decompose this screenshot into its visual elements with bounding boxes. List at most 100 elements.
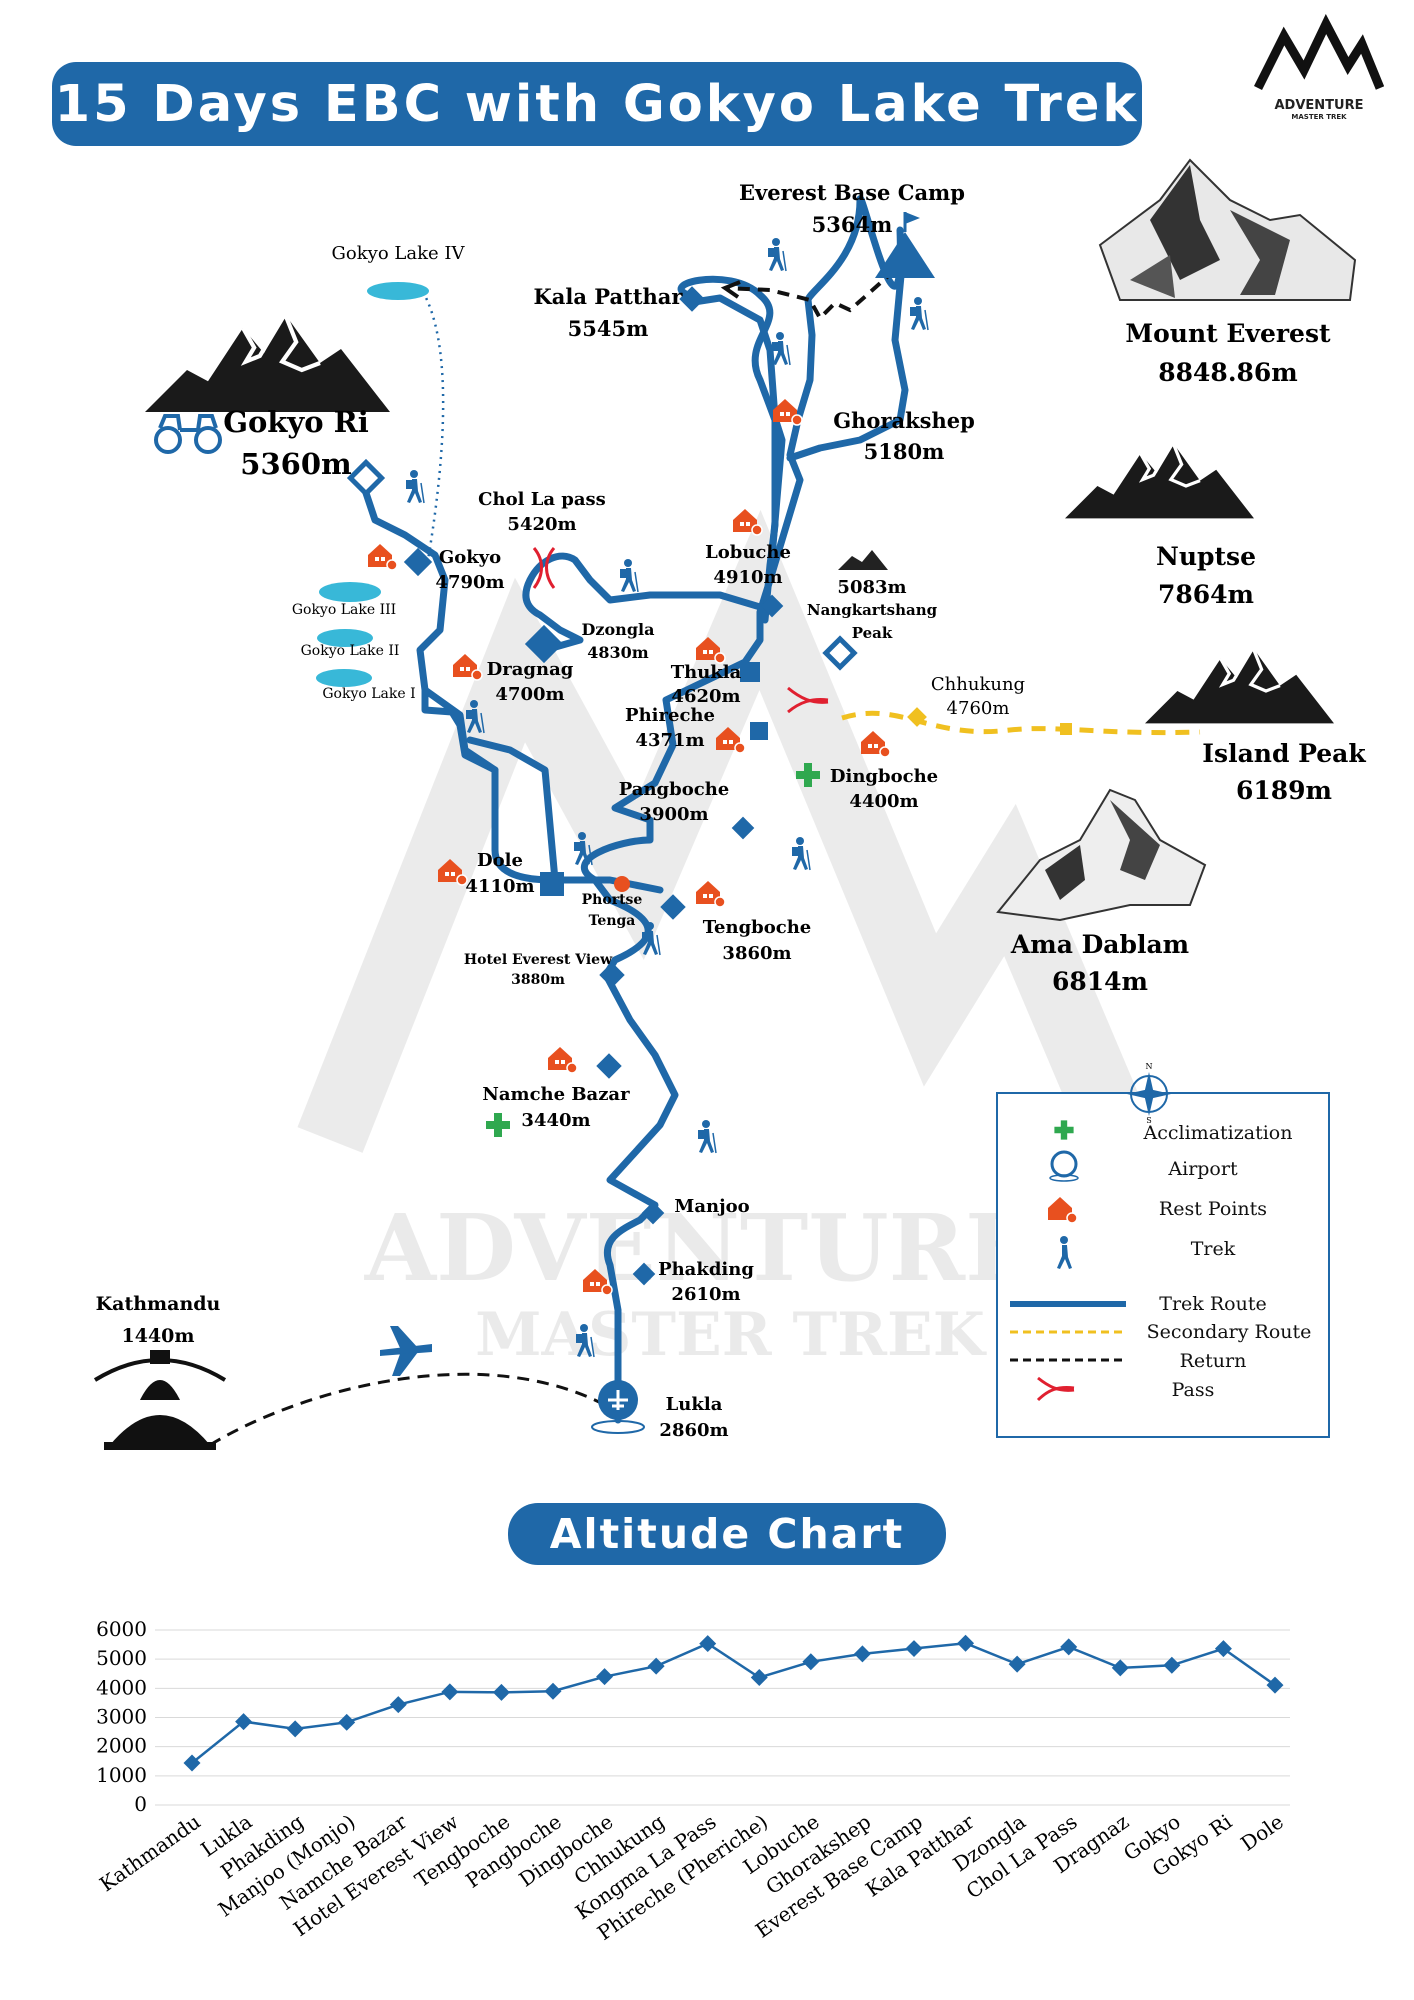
pass-icon xyxy=(532,547,556,589)
binoculars-icon xyxy=(154,414,222,454)
altitude-point xyxy=(957,1634,975,1652)
peak-nuptse-alt: 7864m xyxy=(1158,580,1254,609)
gokyo-ri-summit-marker xyxy=(346,458,386,498)
peak-island-alt: 6189m xyxy=(1236,776,1332,805)
peak-island-name: Island Peak xyxy=(1202,739,1366,768)
logo-mountains-icon xyxy=(1253,13,1385,91)
secondary-node xyxy=(1060,723,1072,735)
y-tick-label: 2000 xyxy=(96,1734,147,1758)
y-tick-label: 4000 xyxy=(96,1675,147,1699)
altitude-point xyxy=(596,1668,614,1686)
rest-point-icon xyxy=(547,1046,578,1074)
legend-label-rest-points: Rest Points xyxy=(1158,1198,1268,1220)
altitude-point xyxy=(235,1713,253,1731)
label-hotel-alt: 3880m xyxy=(511,972,565,988)
watermark xyxy=(297,509,1153,1154)
label-nangkar-name1: Nangkartshang xyxy=(807,601,938,619)
peak-ama-name: Ama Dablam xyxy=(1010,930,1189,959)
altitude-point xyxy=(802,1653,820,1671)
x-tick-label: Kathmandu xyxy=(95,1809,205,1896)
label-phakding-name: Phakding xyxy=(658,1259,754,1280)
label-chhukung-name: Chhukung xyxy=(931,674,1025,695)
label-gokyori-alt: 5360m xyxy=(240,447,352,481)
island-peak-image xyxy=(1143,646,1336,726)
altitude-point xyxy=(647,1657,665,1675)
label-dzongla-alt: 4830m xyxy=(587,643,649,662)
trekker-icon xyxy=(767,237,787,272)
label-dzongla-name: Dzongla xyxy=(582,620,655,639)
x-tick-label: Dole xyxy=(1236,1809,1288,1855)
plane-icon xyxy=(380,1326,432,1376)
altitude-point xyxy=(905,1640,923,1658)
label-namche-name: Namche Bazar xyxy=(482,1084,630,1105)
altitude-series-line xyxy=(191,1641,1276,1764)
label-dingboche-name: Dingboche xyxy=(830,766,938,787)
label-phortse-name1: Phortse xyxy=(582,892,643,908)
label-lake4: Gokyo Lake IV xyxy=(332,243,466,264)
phortse-tenga-node xyxy=(614,876,630,892)
label-phireche-alt: 4371m xyxy=(635,730,704,751)
return-arrow-icon xyxy=(720,280,741,299)
gokyo-lake-iv-shape xyxy=(367,282,429,300)
peak-everest-name: Mount Everest xyxy=(1125,319,1331,348)
altitude-point xyxy=(338,1713,356,1731)
label-nangkar-alt: 5083m xyxy=(837,577,906,598)
chhukung-node xyxy=(907,707,927,727)
trekker-icon xyxy=(405,469,425,504)
label-hotel-name: Hotel Everest View xyxy=(464,952,613,968)
map-legend: N S Acclimatization Airport Rest Points … xyxy=(996,1062,1330,1438)
legend-label-pass: Pass xyxy=(1171,1379,1215,1401)
label-phakding-alt: 2610m xyxy=(671,1284,740,1305)
label-gokyo-alt: 4790m xyxy=(435,572,504,593)
label-ebc-name: Everest Base Camp xyxy=(739,180,965,205)
label-dingboche-alt: 4400m xyxy=(849,791,918,812)
label-kala-alt: 5545m xyxy=(568,316,649,341)
legend-rest-point-icon xyxy=(1048,1197,1078,1224)
y-tick-label: 3000 xyxy=(96,1705,147,1729)
rest-point-icon xyxy=(367,543,398,571)
peak-nuptse-name: Nuptse xyxy=(1156,542,1256,571)
page-title: 15 Days EBC with Gokyo Lake Trek xyxy=(52,62,1142,146)
label-kathmandu-alt: 1440m xyxy=(122,1325,195,1347)
kathmandu-stupa-image xyxy=(93,1350,227,1450)
label-kathmandu-name: Kathmandu xyxy=(96,1293,221,1315)
kongma-pass-icon xyxy=(787,686,829,714)
label-gokyori-name: Gokyo Ri xyxy=(223,405,369,439)
watermark-line2: MASTER TREK xyxy=(475,1300,987,1370)
logo-line1: ADVENTURE xyxy=(1274,98,1364,113)
label-lukla-name: Lukla xyxy=(666,1394,723,1415)
label-dragnag-alt: 4700m xyxy=(495,684,564,705)
altitude-point xyxy=(1214,1640,1232,1658)
altitude-point xyxy=(492,1683,510,1701)
label-pangboche-name: Pangboche xyxy=(619,779,729,800)
label-thukla-name: Thukla xyxy=(671,662,742,683)
gokyo-mountain-image xyxy=(145,314,390,412)
legend-label-trek: Trek xyxy=(1190,1238,1236,1260)
gokyo-lake-i-shape xyxy=(316,669,372,687)
secondary-route-chhukung xyxy=(841,710,1201,736)
compass-north: N xyxy=(1146,1062,1153,1071)
label-dole-alt: 4110m xyxy=(465,876,534,897)
legend-airport-icon xyxy=(1049,1150,1079,1182)
label-dole-name: Dole xyxy=(477,850,523,871)
rest-point-icon xyxy=(695,880,726,908)
altitude-chart: 6000500040003000200010000KathmanduLuklaP… xyxy=(95,1617,1290,1945)
mount-everest-image xyxy=(1098,158,1357,301)
nangkartshang-peak-icon xyxy=(838,550,888,570)
y-tick-label: 0 xyxy=(134,1792,147,1816)
peak-everest-alt: 8848.86m xyxy=(1158,358,1298,387)
watermark-line1: ADVENTURE xyxy=(364,1194,1035,1302)
label-thukla-alt: 4620m xyxy=(671,686,740,707)
label-chola-name: Chol La pass xyxy=(478,489,606,510)
rest-point-icon xyxy=(860,730,891,758)
label-gorak-alt: 5180m xyxy=(864,439,945,464)
route-nodes xyxy=(403,286,784,1286)
label-lake3: Gokyo Lake III xyxy=(292,602,396,618)
label-lukla-alt: 2860m xyxy=(659,1420,728,1441)
altitude-point xyxy=(750,1669,768,1686)
gokyo-lake-ii-shape xyxy=(317,629,373,647)
ama-dablam-image xyxy=(996,788,1207,922)
y-tick-label: 5000 xyxy=(96,1646,147,1670)
legend-label-acclimatization: Acclimatization xyxy=(1143,1122,1293,1144)
y-tick-label: 1000 xyxy=(96,1763,147,1787)
